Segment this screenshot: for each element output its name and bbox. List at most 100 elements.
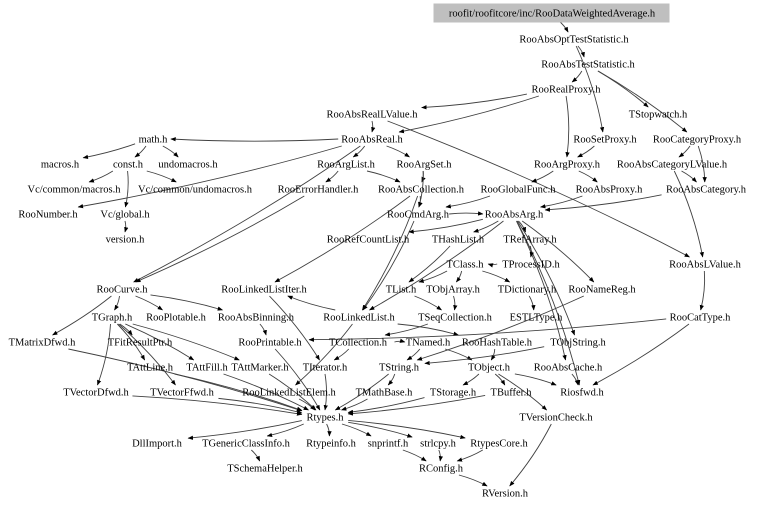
node-rooabsoptteststatistic-h[interactable]: RooAbsOptTestStatistic.h — [519, 35, 629, 46]
node-roonumber-h[interactable]: RooNumber.h — [18, 210, 78, 221]
node-label[interactable]: RooAbsBinning.h — [218, 313, 295, 324]
node-label[interactable]: RooErrorHandler.h — [278, 185, 360, 196]
node-label[interactable]: RVersion.h — [482, 489, 529, 500]
node-tgenericclassinfo-h[interactable]: TGenericClassInfo.h — [202, 439, 291, 450]
node-label[interactable]: RooHashTable.h — [462, 338, 533, 349]
node-roocategoryproxy-h[interactable]: RooCategoryProxy.h — [653, 135, 742, 146]
node-tversioncheck-h[interactable]: TVersionCheck.h — [519, 413, 593, 424]
node-thashlist-h[interactable]: THashList.h — [432, 235, 485, 246]
node-label[interactable]: RooAbsCategoryLValue.h — [617, 160, 728, 171]
node-tobject-h[interactable]: TObject.h — [468, 363, 511, 374]
node-macros-h[interactable]: Vc/common/macros.h — [27, 185, 121, 196]
node-roocurve-h[interactable]: RooCurve.h — [96, 285, 148, 296]
node-label[interactable]: RtypesCore.h — [470, 439, 528, 450]
node-label[interactable]: RooAbsLValue.h — [669, 260, 741, 271]
node-label[interactable]: TObjString.h — [550, 338, 606, 349]
node-rversion-h[interactable]: RVersion.h — [482, 489, 529, 500]
node-label[interactable]: RooAbsOptTestStatistic.h — [519, 35, 629, 46]
node-rooabsbinning-h[interactable]: RooAbsBinning.h — [218, 313, 295, 324]
node-rooabscategory-h[interactable]: RooAbsCategory.h — [666, 185, 747, 196]
node-label[interactable]: RooCmdArg.h — [387, 210, 450, 221]
node-dllimport-h[interactable]: DllImport.h — [132, 439, 183, 450]
node-rooargset-h[interactable]: RooArgSet.h — [397, 160, 453, 171]
node-rooabsreal-h[interactable]: RooAbsReal.h — [341, 135, 403, 146]
node-snprintf-h[interactable]: snprintf.h — [368, 439, 409, 450]
node-rooplotable-h[interactable]: RooPlotable.h — [146, 313, 207, 324]
node-label[interactable]: RConfig.h — [419, 464, 464, 475]
node-label[interactable]: TStopwatch.h — [629, 110, 688, 121]
node-label[interactable]: RooLinkedList.h — [323, 313, 395, 324]
node-label[interactable]: TAttLine.h — [127, 363, 174, 374]
node-rooprintable-h[interactable]: RooPrintable.h — [238, 338, 302, 349]
node-label[interactable]: TClass.h — [446, 260, 484, 271]
node-label[interactable]: DllImport.h — [132, 439, 183, 450]
node-label[interactable]: macros.h — [41, 160, 80, 171]
node-rooabsreallvalue-h[interactable]: RooAbsRealLValue.h — [327, 110, 419, 121]
node-trefarray-h[interactable]: TRefArray.h — [503, 235, 557, 246]
node-label[interactable]: RooAbsTestStatistic.h — [541, 60, 635, 71]
node-label[interactable]: TVectorFfwd.h — [150, 388, 215, 399]
node-tmatrixdfwd-h[interactable]: TMatrixDfwd.h — [9, 338, 77, 349]
node-label[interactable]: TCollection.h — [329, 338, 388, 349]
node-roohashtable-h[interactable]: RooHashTable.h — [462, 338, 533, 349]
node-tattmarker-h[interactable]: TAttMarker.h — [231, 363, 289, 374]
node-label[interactable]: TBuffer.h — [491, 388, 533, 399]
node-rtypes-h[interactable]: Rtypes.h — [306, 413, 344, 424]
node-label[interactable]: roofit/roofitcore/inc/RooDataWeightedAve… — [449, 9, 656, 20]
node-label[interactable]: TFitResultPtr.h — [108, 338, 173, 349]
node-tstring-h[interactable]: TString.h — [379, 363, 420, 374]
node-roocmdarg-h[interactable]: RooCmdArg.h — [387, 210, 450, 221]
node-rooarglist-h[interactable]: RooArgList.h — [317, 160, 376, 171]
node-label[interactable]: RooNumber.h — [18, 210, 78, 221]
node-strlcpy-h[interactable]: strlcpy.h — [420, 439, 457, 450]
node-label[interactable]: TAttFill.h — [186, 363, 228, 374]
node-label[interactable]: RooRefCountList.h — [327, 235, 410, 246]
node-tlist-h[interactable]: TList.h — [386, 285, 417, 296]
node-label[interactable]: TRefArray.h — [503, 235, 557, 246]
node-roorealproxy-h[interactable]: RooRealProxy.h — [531, 85, 601, 96]
node-label[interactable]: RooArgList.h — [317, 160, 376, 171]
node-label[interactable]: Vc/common/macros.h — [27, 185, 121, 196]
node-roolinkedlist-h[interactable]: RooLinkedList.h — [323, 313, 395, 324]
node-rooabsarg-h[interactable]: RooAbsArg.h — [485, 210, 544, 221]
node-tattline-h[interactable]: TAttLine.h — [127, 363, 174, 374]
node-label[interactable]: undomacros.h — [158, 160, 218, 171]
node-roorefcountlist-h[interactable]: RooRefCountList.h — [327, 235, 410, 246]
node-label[interactable]: TList.h — [386, 285, 417, 296]
node-tstorage-h[interactable]: TStorage.h — [430, 388, 477, 399]
node-label[interactable]: RooAbsArg.h — [485, 210, 544, 221]
node-label[interactable]: version.h — [106, 235, 146, 246]
node-rooabsproxy-h[interactable]: RooAbsProxy.h — [576, 185, 643, 196]
node-tcollection-h[interactable]: TCollection.h — [329, 338, 388, 349]
node-rconfig-h[interactable]: RConfig.h — [419, 464, 464, 475]
node-label[interactable]: TMathBase.h — [356, 388, 414, 399]
node-label[interactable]: TVersionCheck.h — [519, 413, 593, 424]
node-rooargproxy-h[interactable]: RooArgProxy.h — [534, 160, 601, 171]
node-tnamed-h[interactable]: TNamed.h — [406, 338, 451, 349]
node-roocattype-h[interactable]: RooCatType.h — [670, 313, 732, 324]
node-roolinkedlistelem-h[interactable]: RooLinkedListElem.h — [242, 388, 336, 399]
node-label[interactable]: RooArgSet.h — [397, 160, 453, 171]
node-label[interactable]: strlcpy.h — [420, 439, 457, 450]
node-tdictionary-h[interactable]: TDictionary.h — [498, 285, 557, 296]
node-rooabscache-h[interactable]: RooAbsCache.h — [534, 363, 603, 374]
node-rooerrorhandler-h[interactable]: RooErrorHandler.h — [278, 185, 360, 196]
node-undomacros-h[interactable]: Vc/common/undomacros.h — [138, 185, 253, 196]
node-tmathbase-h[interactable]: TMathBase.h — [356, 388, 414, 399]
node-tfitresultptr-h[interactable]: TFitResultPtr.h — [108, 338, 173, 349]
node-label[interactable]: TGenericClassInfo.h — [202, 439, 291, 450]
node-roodataweightedaverage-h[interactable]: roofit/roofitcore/inc/RooDataWeightedAve… — [433, 3, 670, 23]
node-tschemahelper-h[interactable]: TSchemaHelper.h — [227, 464, 303, 475]
node-roonamereg-h[interactable]: RooNameReg.h — [568, 285, 636, 296]
node-label[interactable]: TDictionary.h — [498, 285, 557, 296]
node-tbuffer-h[interactable]: TBuffer.h — [491, 388, 533, 399]
node-label[interactable]: TGraph.h — [92, 313, 133, 324]
node-label[interactable]: RooAbsCache.h — [534, 363, 603, 374]
node-const-h[interactable]: const.h — [113, 160, 144, 171]
node-label[interactable]: TObjArray.h — [426, 285, 480, 296]
node-label[interactable]: RooAbsCategory.h — [666, 185, 747, 196]
node-math-h[interactable]: math.h — [139, 135, 169, 146]
node-label[interactable]: Rtypes.h — [306, 413, 344, 424]
node-tseqcollection-h[interactable]: TSeqCollection.h — [418, 313, 493, 324]
node-label[interactable]: snprintf.h — [368, 439, 409, 450]
